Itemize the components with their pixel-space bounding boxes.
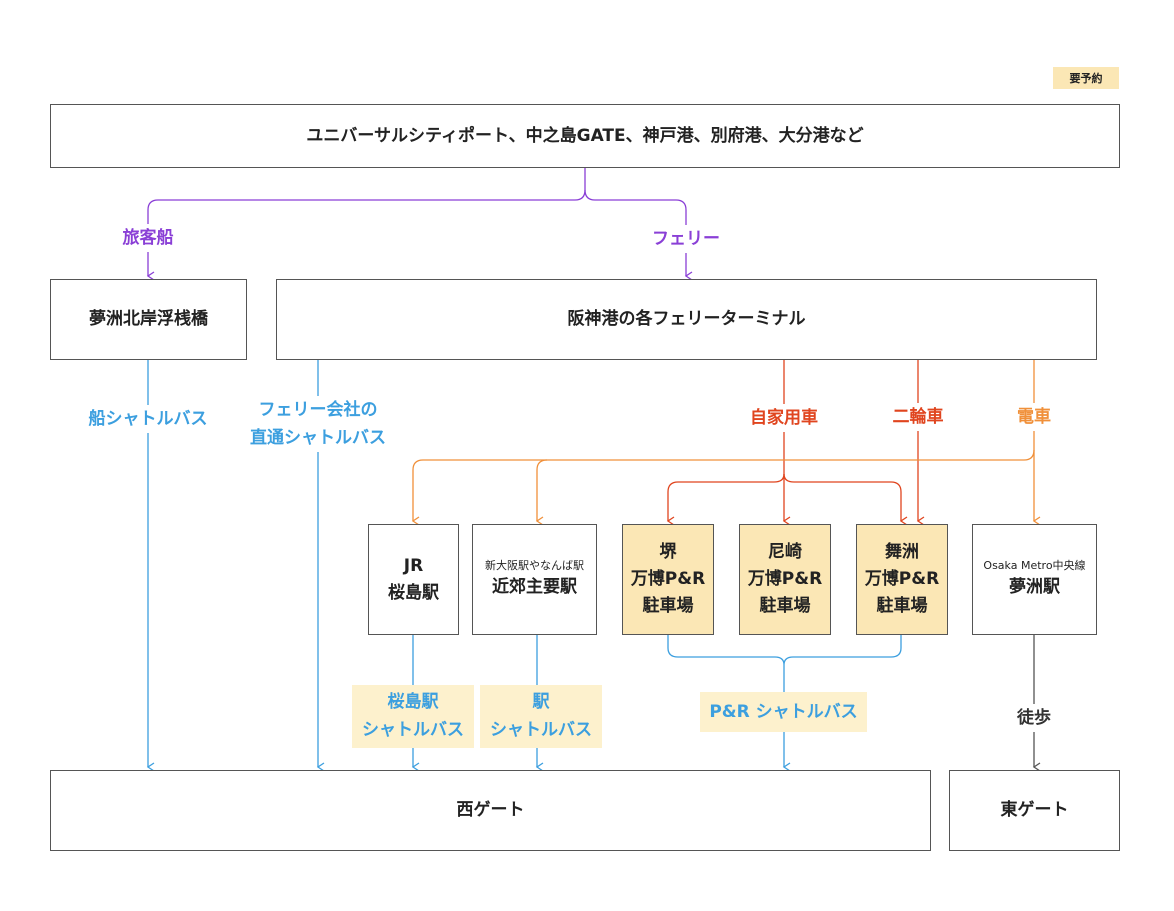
walk-label: 徒歩 <box>1006 704 1062 732</box>
east-gate-box: 東ゲート <box>949 770 1120 851</box>
yumeshima-pier-label: 夢洲北岸浮桟橋 <box>89 309 208 329</box>
orange-lines <box>411 360 1041 526</box>
yumeshima-station-label: 夢洲駅 <box>1009 577 1060 597</box>
east-gate-label: 東ゲート <box>1000 800 1069 820</box>
ferry-shuttle-line2: 直通シャトルバス <box>250 428 386 448</box>
ferry-terminal-label: 阪神港の各フェリーターミナル <box>567 309 806 329</box>
ferry-label: フェリー <box>640 225 732 253</box>
legend-reservation-required: 要予約 <box>1053 67 1119 89</box>
sakurajima-shuttle-label: 桜島駅 シャトルバス <box>352 685 474 748</box>
origin-ports-label: ユニバーサルシティポート、中之島GATE、神戸港、別府港、大分港など <box>306 125 864 146</box>
ferry-shuttle-label: フェリー会社の 直通シャトルバス <box>243 396 393 452</box>
jr-sakurajima-box: JR 桜島駅 <box>368 524 459 635</box>
amagasaki-line3: 駐車場 <box>759 596 811 616</box>
maishima-line3: 駐車場 <box>876 596 928 616</box>
major-stations-box: 新大阪駅やなんば駅 近郊主要駅 <box>472 524 597 635</box>
origin-ports-box: ユニバーサルシティポート、中之島GATE、神戸港、別府港、大分港など <box>50 104 1120 168</box>
amagasaki-line2: 万博P&R <box>747 569 823 589</box>
sakurajima-shuttle-line1: 桜島駅 <box>387 692 439 712</box>
yumeshima-pier-box: 夢洲北岸浮桟橋 <box>50 279 247 360</box>
train-label: 電車 <box>1010 403 1058 431</box>
red-lines <box>666 360 925 526</box>
station-shuttle-line1: 駅 <box>532 692 550 712</box>
ship-shuttle-label: 船シャトルバス <box>80 405 216 433</box>
west-gate-box: 西ゲート <box>50 770 931 851</box>
station-shuttle-line2: シャトルバス <box>490 720 592 740</box>
maishima-line1: 舞洲 <box>885 542 919 562</box>
ferry-shuttle-line1: フェリー会社の <box>258 400 378 420</box>
car-label: 自家用車 <box>745 404 823 432</box>
sakurajima-shuttle-line2: シャトルバス <box>362 720 464 740</box>
sakai-parking-box: 堺 万博P&R 駐車場 <box>622 524 714 635</box>
purple-branch <box>146 168 693 281</box>
pr-shuttle-label: P&R シャトルバス <box>700 692 867 732</box>
amagasaki-parking-box: 尼崎 万博P&R 駐車場 <box>739 524 831 635</box>
sakai-line3: 駐車場 <box>642 596 694 616</box>
jr-label: JR <box>403 555 424 576</box>
maishima-line2: 万博P&R <box>864 569 940 589</box>
sakai-line2: 万博P&R <box>630 569 706 589</box>
major-stations-note: 新大阪駅やなんば駅 <box>485 559 584 572</box>
ferry-terminal-box: 阪神港の各フェリーターミナル <box>276 279 1097 360</box>
passenger-ship-label: 旅客船 <box>108 224 188 252</box>
sakai-line1: 堺 <box>659 542 677 562</box>
major-stations-label: 近郊主要駅 <box>492 577 577 597</box>
sakurajima-station-label: 桜島駅 <box>388 582 439 603</box>
west-gate-label: 西ゲート <box>456 800 525 820</box>
station-shuttle-label: 駅 シャトルバス <box>480 685 602 748</box>
bike-label: 二輪車 <box>885 403 951 431</box>
maishima-parking-box: 舞洲 万博P&R 駐車場 <box>856 524 948 635</box>
yumeshima-station-box: Osaka Metro中央線 夢洲駅 <box>972 524 1097 635</box>
metro-line-note: Osaka Metro中央線 <box>983 559 1086 572</box>
amagasaki-line1: 尼崎 <box>768 542 802 562</box>
